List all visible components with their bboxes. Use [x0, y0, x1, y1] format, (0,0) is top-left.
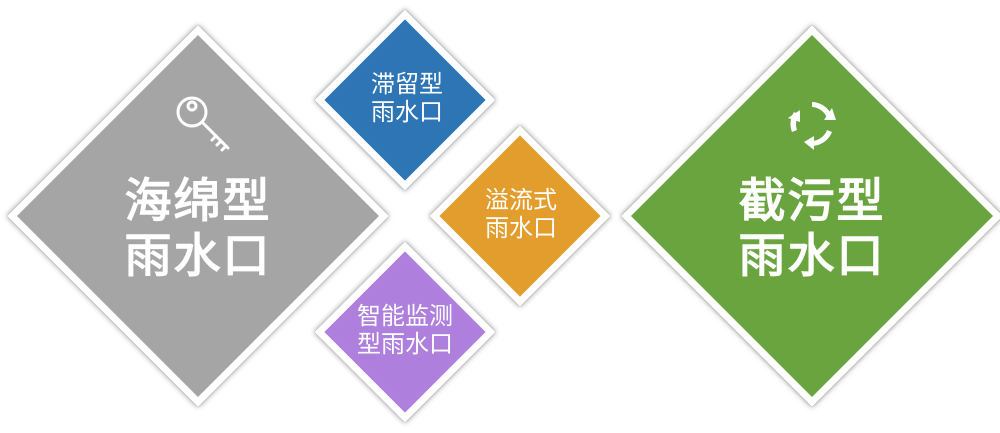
smart-label: 智能监测 型雨水口 [357, 302, 453, 359]
key-icon [176, 96, 230, 152]
interception-label-line-2: 雨水口 [738, 229, 886, 285]
retention-label-line-1: 滞留型 [371, 70, 443, 98]
recycle-icon [788, 102, 836, 150]
smart-label-line-1: 智能监测 [357, 302, 453, 330]
sponge-label-line-2: 雨水口 [124, 229, 272, 285]
sponge-label: 海绵型 雨水口 [125, 174, 272, 285]
retention-label: 滞留型 雨水口 [371, 70, 443, 127]
interception-label: 截污型 雨水口 [739, 174, 886, 285]
overflow-label-line-2: 雨水口 [485, 214, 557, 243]
smart-label-line-2: 型雨水口 [357, 330, 453, 359]
sponge-label-line-1: 海绵型 [124, 174, 272, 229]
retention-label-line-2: 雨水口 [371, 98, 443, 127]
interception-label-line-1: 截污型 [738, 174, 886, 229]
overflow-label: 溢流式 雨水口 [485, 186, 557, 243]
overflow-label-line-1: 溢流式 [485, 186, 557, 214]
